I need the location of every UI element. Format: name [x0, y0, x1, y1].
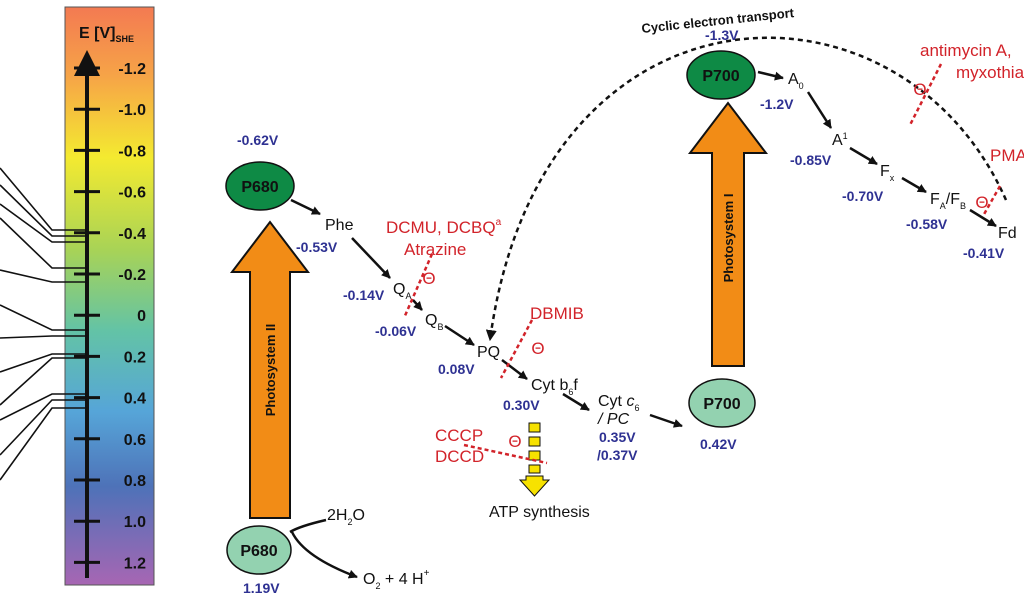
qa-label: QA — [393, 281, 411, 301]
potential-qa: -0.14V — [343, 287, 385, 303]
oxygen-label: O2 + 4 H+ — [363, 568, 430, 591]
inhibitor-myxothiazol: myxothia — [956, 63, 1024, 82]
inhibitor-dcmu: DCMU, DCBQa — [386, 217, 502, 237]
component-labels: Phe QA QB PQ Cyt b6f Cyt c6 / PC A0 A1 F… — [325, 71, 1017, 591]
p700-excited-label: P700 — [702, 68, 739, 85]
inhibitors: DCMU, DCBQa Atrazine DBMIB CCCP DCCD ant… — [386, 41, 1024, 466]
phe-label: Phe — [325, 217, 354, 234]
p700-ground-node: P700 — [688, 378, 756, 428]
potential-p680-excited: -0.62V — [237, 132, 279, 148]
inhibition-symbol-antimycin: Θ — [913, 80, 926, 99]
redox-potentials: -0.62V 1.19V -0.53V -0.14V -0.06V 0.08V … — [237, 27, 1005, 596]
potential-fd: -0.41V — [963, 245, 1005, 261]
scale-gradient-bar — [64, 6, 155, 586]
inhibitor-antimycin: antimycin A, — [920, 41, 1012, 60]
scale-tick-label: 0.8 — [124, 473, 146, 490]
cytb6f-label: Cyt b6f — [531, 377, 578, 397]
left-connector-lines — [0, 167, 87, 481]
potential-cytb6f: 0.30V — [503, 397, 540, 413]
scale-tick-label: -1.0 — [118, 102, 146, 119]
potential-pq: 0.08V — [438, 361, 475, 377]
potential-cytc6-b: /0.37V — [597, 447, 638, 463]
potential-p700-excited: -1.3V — [705, 27, 739, 43]
potential-fx: -0.70V — [842, 188, 884, 204]
p700-ground-label: P700 — [703, 396, 740, 413]
scale-tick-label: -0.2 — [118, 267, 146, 284]
atp-synthesis-label: ATP synthesis — [489, 504, 590, 521]
p680-excited-node: P680 — [225, 161, 295, 211]
inhibition-symbol-dcmu: Θ — [422, 269, 435, 288]
potential-fafb: -0.58V — [906, 216, 948, 232]
inhibitor-pma: PMA — [990, 146, 1024, 165]
inhibitor-atrazine: Atrazine — [404, 240, 466, 259]
potential-a0: -1.2V — [760, 96, 794, 112]
scale-tick-label: 1.0 — [124, 514, 146, 531]
inhibition-symbol-cccp: Θ — [508, 432, 521, 451]
cytc6-pc-label: / PC — [597, 411, 630, 428]
scale-tick-label: -0.8 — [118, 143, 146, 160]
photosystem-i-arrow: Photosystem I — [687, 101, 769, 367]
photosystem-i-label: Photosystem I — [721, 194, 736, 283]
p700-excited-node: P700 — [686, 50, 756, 100]
qb-label: QB — [425, 312, 443, 332]
inhibitor-cccp: CCCP — [435, 426, 483, 445]
potential-scale: E [V]SHE -1.2 -1.0 -0.8 -0.6 -0.4 -0.2 0 0.2 0.4… — [64, 6, 155, 586]
scale-tick-label: 0.2 — [124, 349, 146, 366]
potential-qb: -0.06V — [375, 323, 417, 339]
photosystem-ii-label: Photosystem II — [263, 324, 278, 416]
scale-tick-label: 1.2 — [124, 555, 146, 572]
scale-tick-label: -0.4 — [118, 226, 146, 243]
potential-p680-ground: 1.19V — [243, 580, 280, 596]
fd-label: Fd — [998, 225, 1017, 242]
scale-tick-label: 0 — [137, 308, 146, 325]
scale-tick-label: -1.2 — [118, 61, 146, 78]
a1-label: A1 — [832, 131, 848, 149]
inhibitor-dbmib: DBMIB — [530, 304, 584, 323]
potential-cytc6-a: 0.35V — [599, 429, 636, 445]
pq-label: PQ — [477, 344, 500, 361]
fx-label: Fx — [880, 163, 895, 183]
p680-excited-label: P680 — [241, 179, 278, 196]
scale-tick-label: 0.6 — [124, 432, 146, 449]
scale-tick-label: 0.4 — [124, 391, 146, 408]
inhibitor-dccd: DCCD — [435, 447, 484, 466]
electron-transfer-arrows — [289, 70, 997, 579]
potential-a1: -0.85V — [790, 152, 832, 168]
atp-synthesis-arrow — [518, 422, 551, 497]
inhibition-symbol-pma: Θ — [975, 193, 988, 212]
fafb-label: FA/FB — [930, 191, 966, 211]
a0-label: A0 — [788, 71, 804, 91]
water-label: 2H2O — [327, 507, 365, 527]
scale-title: E [V]SHE — [79, 25, 134, 44]
photosystem-ii-arrow: Photosystem II — [229, 220, 311, 519]
inhibition-symbol-dbmib: Θ — [531, 339, 544, 358]
p680-ground-label: P680 — [240, 543, 277, 560]
potential-p700-ground: 0.42V — [700, 436, 737, 452]
scale-ticks: -1.2 -1.0 -0.8 -0.6 -0.4 -0.2 0 0.2 0.4 0.6 0.8 1.0… — [74, 61, 146, 572]
potential-phe: -0.53V — [296, 239, 338, 255]
cytc6-label: Cyt c6 — [598, 393, 639, 413]
p680-ground-node: P680 — [226, 525, 292, 575]
scale-tick-label: -0.6 — [118, 185, 146, 202]
